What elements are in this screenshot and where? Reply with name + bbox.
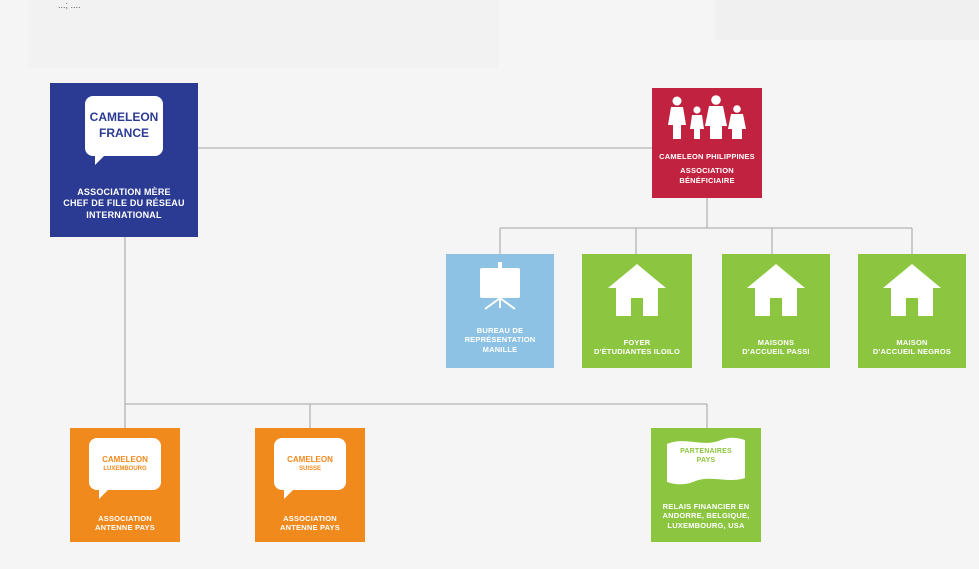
france-bubble-line1: CAMELEON: [89, 110, 159, 125]
passi-line1: MAISONS: [757, 338, 795, 347]
node-partenaires-pays: PARTENAIRES PAYS RELAIS FINANCIER EN AND…: [651, 428, 761, 542]
philippines-title: CAMELEON PHILIPPINES: [659, 152, 755, 161]
passi-line2: D'ACCUEIL PASSI: [742, 347, 810, 357]
house-icon: [747, 264, 805, 316]
presentation-board-icon: [480, 262, 520, 310]
france-caption-line2: CHEF DE FILE DU RÉSEAU: [63, 198, 185, 209]
node-cameleon-france: CAMELEON FRANCE ASSOCIATION MÈRE CHEF DE…: [50, 83, 198, 237]
suisse-bubble-line1: CAMELEON: [287, 455, 333, 465]
header-partial-text: ...; ....: [58, 0, 81, 10]
negros-line1: MAISON: [896, 338, 928, 347]
suisse-caption-line1: ASSOCIATION: [283, 514, 337, 523]
philippines-caption-line1: ASSOCIATION: [680, 166, 734, 176]
france-bubble-line2: FRANCE: [99, 126, 149, 140]
foyer-line2: D'ÉTUDIANTES ILOILO: [594, 347, 680, 357]
node-cameleon-philippines: CAMELEON PHILIPPINES ASSOCIATION BÉNÉFIC…: [652, 88, 762, 198]
philippines-caption-line2: BÉNÉFICIAIRE: [679, 175, 735, 185]
suisse-caption-line2: ANTENNE PAYS: [280, 523, 340, 533]
luxembourg-bubble-line2: LUXEMBOURG: [103, 466, 147, 473]
header-strip: ...; ....: [28, 0, 498, 68]
node-cameleon-suisse: CAMELEON SUISSE ASSOCIATION ANTENNE PAYS: [255, 428, 365, 542]
luxembourg-caption-line1: ASSOCIATION: [98, 514, 152, 523]
header-strip-right: [715, 0, 979, 40]
node-bureau-manille: BUREAU DE REPRÉSENTATION MANILLE: [446, 254, 554, 368]
speech-bubble-icon: CAMELEON SUISSE: [274, 438, 346, 499]
node-maison-negros: MAISON D'ACCUEIL NEGROS: [858, 254, 966, 368]
house-icon: [883, 264, 941, 316]
speech-bubble-icon: CAMELEON FRANCE: [85, 96, 163, 165]
flag-icon: [667, 437, 745, 485]
luxembourg-bubble-line1: CAMELEON: [102, 455, 148, 465]
bureau-line3: MANILLE: [482, 344, 518, 354]
partenaires-caption-line1: RELAIS FINANCIER EN: [662, 502, 750, 511]
node-cameleon-luxembourg: CAMELEON LUXEMBOURG ASSOCIATION ANTENNE …: [70, 428, 180, 542]
negros-line2: D'ACCUEIL NEGROS: [872, 347, 952, 357]
france-caption-line1: ASSOCIATION MÈRE: [77, 187, 171, 197]
family-icon: [668, 95, 746, 139]
speech-bubble-icon: CAMELEON LUXEMBOURG: [89, 438, 161, 499]
foyer-line1: FOYER: [623, 338, 651, 347]
partenaires-caption-line2: ANDORRE, BELGIQUE,: [662, 511, 750, 521]
partenaires-caption-line3: LUXEMBOURG, USA: [667, 520, 745, 530]
bureau-line2: REPRÉSENTATION: [464, 335, 536, 345]
partenaires-flag-line2: PAYS: [696, 456, 716, 464]
node-foyer-iloilo: FOYER D'ÉTUDIANTES ILOILO: [582, 254, 692, 368]
house-icon: [608, 264, 666, 316]
suisse-bubble-line2: SUISSE: [298, 466, 321, 473]
france-caption-line3: INTERNATIONAL: [86, 209, 162, 220]
partenaires-flag-line1: PARTENAIRES: [680, 448, 732, 455]
node-maisons-passi: MAISONS D'ACCUEIL PASSI: [722, 254, 830, 368]
bureau-line1: BUREAU DE: [476, 326, 524, 335]
luxembourg-caption-line2: ANTENNE PAYS: [95, 523, 155, 533]
